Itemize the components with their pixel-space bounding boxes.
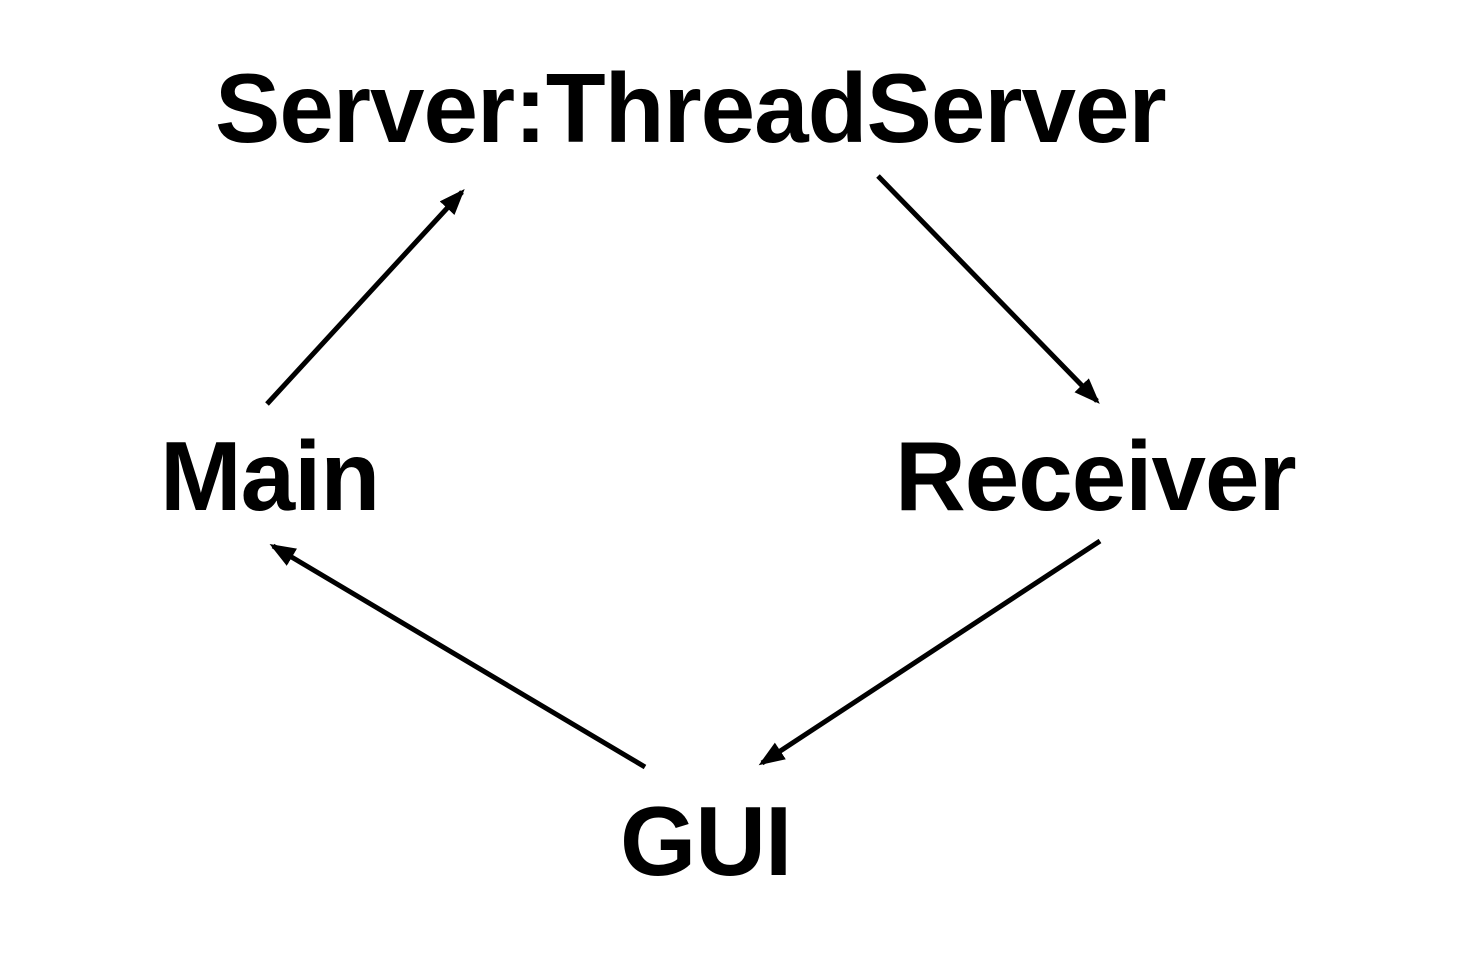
node-receiver: Receiver [895,421,1297,531]
arrow-gui-to-main [269,543,647,770]
node-gui: GUI [620,786,792,896]
arrow-main-to-server [265,189,465,406]
arrow-server-to-receiver [876,174,1100,404]
node-main: Main [160,421,380,531]
arrow-receiver-to-gui [758,538,1102,766]
node-server-threadserver: Server:ThreadServer [215,53,1167,163]
